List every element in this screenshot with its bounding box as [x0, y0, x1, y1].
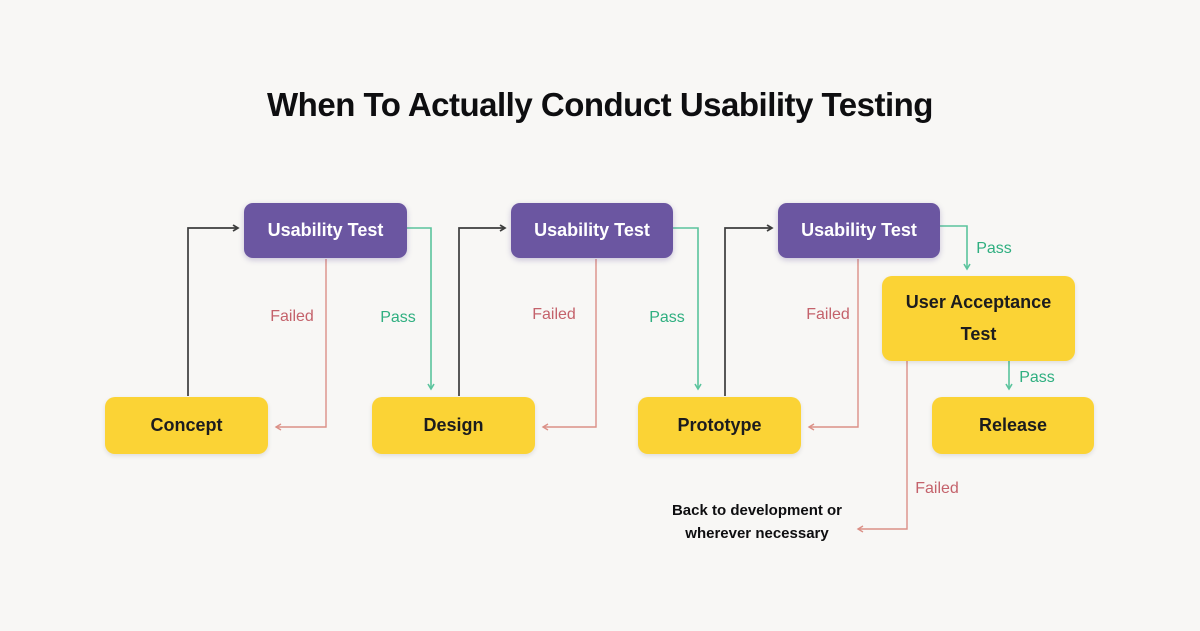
edge-usability-test-1-failed-to-concept	[276, 259, 327, 427]
edge-label-pass-3: Pass	[976, 240, 1012, 257]
node-concept: Concept	[105, 397, 268, 454]
edge-label-failed-4: Failed	[915, 480, 959, 497]
node-label: Usability Test	[801, 220, 917, 240]
node-usability-test-2: Usability Test	[511, 203, 673, 258]
edge-label-pass-2: Pass	[649, 309, 685, 326]
node-user-acceptance-test: User Acceptance Test	[882, 276, 1075, 361]
node-label: Prototype	[677, 415, 762, 435]
node-label: Usability Test	[267, 220, 384, 240]
node-label: Design	[423, 415, 484, 435]
note-line-1: Back to development or	[671, 502, 843, 519]
node-label: User Acceptance Test	[905, 292, 1052, 344]
node-usability-test-3: Usability Test	[778, 203, 940, 258]
node-label: Release	[978, 415, 1048, 435]
node-prototype: Prototype	[638, 397, 801, 454]
edge-label-failed-2: Failed	[532, 306, 576, 323]
edge-usability-test-3-pass-to-uat	[940, 225, 967, 269]
node-label: Usability Test	[534, 220, 650, 240]
page-title: When To Actually Conduct Usability Testi…	[267, 86, 933, 123]
note-back-to-development: Back to development or wherever necessar…	[672, 499, 842, 545]
edge-label-pass-4: Pass	[1019, 369, 1055, 386]
edge-label-failed-3: Failed	[806, 306, 850, 323]
note-line-2: wherever necessary	[685, 525, 829, 542]
node-release: Release	[932, 397, 1094, 454]
edge-uat-failed-to-development-note	[858, 361, 908, 529]
node-design: Design	[372, 397, 535, 454]
edge-label-failed-1: Failed	[270, 308, 314, 325]
node-label: Concept	[150, 415, 223, 435]
edge-usability-test-3-failed-to-prototype	[809, 259, 859, 427]
edge-prototype-to-usability-test-3	[724, 228, 772, 396]
edge-design-to-usability-test-2	[458, 228, 505, 396]
edge-concept-to-usability-test-1	[187, 228, 238, 396]
edge-label-pass-1: Pass	[380, 309, 416, 326]
node-usability-test-1: Usability Test	[244, 203, 407, 258]
edge-usability-test-2-failed-to-design	[543, 259, 597, 427]
